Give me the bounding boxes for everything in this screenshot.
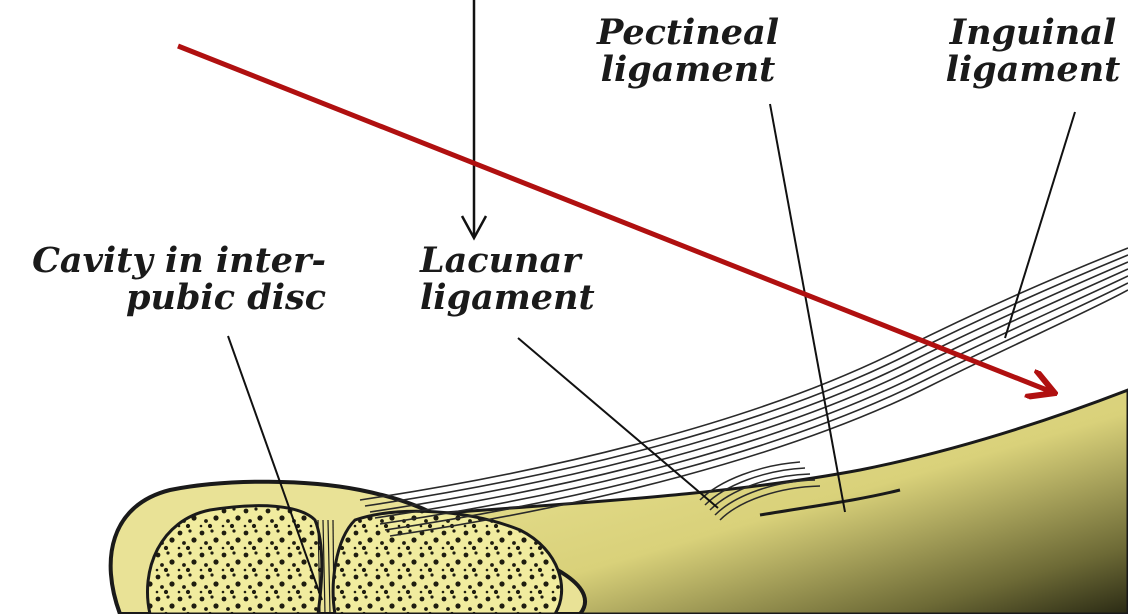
label-pectineal-line2: ligament (578, 51, 798, 88)
label-lacunar-ligament: Lacunar ligament (420, 242, 600, 316)
label-lacunar-line1: Lacunar (420, 242, 600, 279)
label-cavity-interpubic-disc: Cavity in inter- pubic disc (4, 242, 326, 316)
label-inguinal-line1: Inguinal (938, 14, 1128, 51)
label-cavity-line2: pubic disc (4, 279, 326, 316)
label-pectineal-ligament: Pectineal ligament (578, 14, 798, 88)
pointer-arrow-down (462, 0, 486, 238)
label-cavity-line1: Cavity in inter- (4, 242, 326, 279)
label-inguinal-ligament: Inguinal ligament (938, 14, 1128, 88)
label-pectineal-line1: Pectineal (578, 14, 798, 51)
red-annotation-arrow (178, 46, 1052, 392)
leader-line-inguinal (1005, 112, 1075, 338)
label-inguinal-line2: ligament (938, 51, 1128, 88)
label-lacunar-line2: ligament (420, 279, 600, 316)
leader-line-lacunar (518, 338, 718, 508)
